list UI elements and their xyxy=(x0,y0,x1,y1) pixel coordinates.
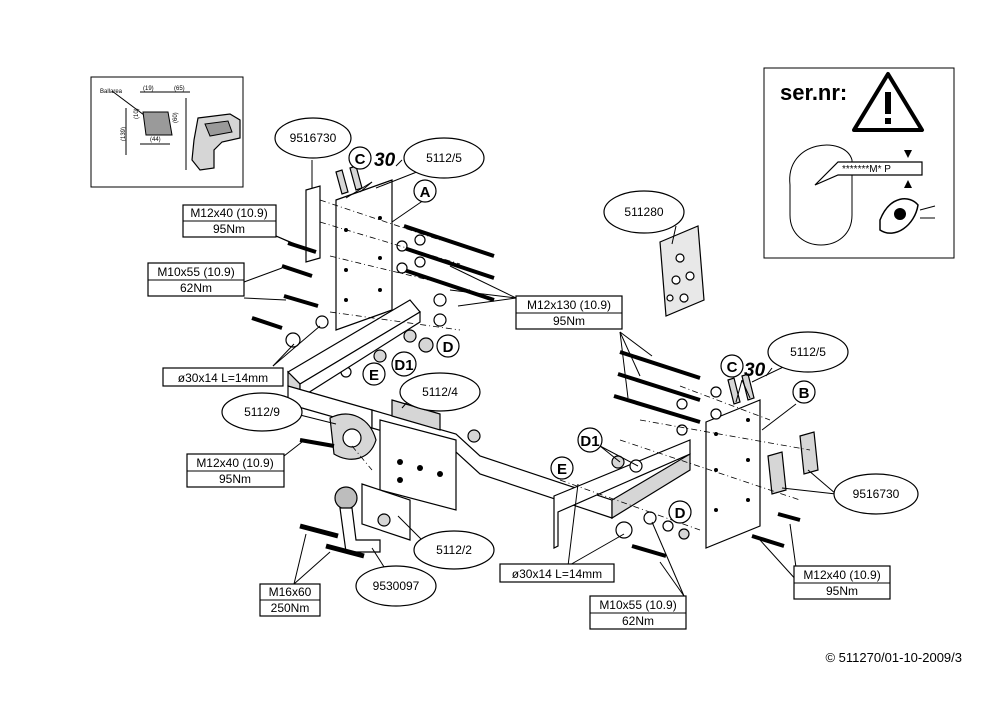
torque-m10x55-bottom: 62Nm xyxy=(622,614,654,628)
part-5112-4: 5112/4 xyxy=(422,385,458,399)
right-side-bracket xyxy=(611,350,819,558)
part-5112-2: 5112/2 xyxy=(436,543,472,557)
spec-spacer-top: ø30x14 L=14mm xyxy=(178,371,268,385)
inset-area-label: Ballarea xyxy=(100,89,123,95)
angle-30-right: 30 xyxy=(744,360,766,381)
letter-e-top: E xyxy=(369,367,379,384)
torque-m16x60: 250Nm xyxy=(271,601,310,615)
spec-spacer-bottom: ø30x14 L=14mm xyxy=(512,567,602,581)
crossbar xyxy=(287,299,691,559)
torque-m12x40-right: 95Nm xyxy=(826,584,858,598)
part-9530097: 9530097 xyxy=(373,579,420,593)
letter-callouts: C 30 A D D1 E C 30 B D1 E D xyxy=(348,146,816,524)
part-5112-9: 5112/9 xyxy=(244,405,280,419)
copyright-note: © 511270/01-10-2009/3 xyxy=(825,650,962,665)
spec-m16x60: M16x60 xyxy=(269,585,312,599)
torque-m10x55-top: 62Nm xyxy=(180,281,212,295)
serial-number-warning: ser.nr: *******M* P xyxy=(763,67,955,259)
part-5112-5-left: 5112/5 xyxy=(426,151,462,165)
angle-30-left: 30 xyxy=(374,150,396,171)
letter-d1-top: D1 xyxy=(394,357,413,374)
part-callouts: 9516730 5112/5 511280 5112/5 5112/4 5112… xyxy=(221,117,919,607)
torque-m12x40-mid: 95Nm xyxy=(219,472,251,486)
warning-triangle-icon xyxy=(852,72,924,132)
ball-area-inset: Ballarea (19) (65) (10) (139) (60) (44) xyxy=(90,76,244,188)
letter-c-left: C xyxy=(355,151,366,168)
spec-m12x40-top: M12x40 (10.9) xyxy=(190,206,267,220)
bolt-spec-boxes: M12x40 (10.9) 95Nm M10x55 (10.9) 62Nm ø3… xyxy=(147,204,891,630)
serial-plate-text: *******M* P xyxy=(842,164,891,175)
spec-m10x55-top: M10x55 (10.9) xyxy=(157,265,234,279)
inset-dim-44: (44) xyxy=(150,137,161,143)
spec-m12x40-right: M12x40 (10.9) xyxy=(803,568,880,582)
letter-d-bottom: D xyxy=(675,505,686,522)
spec-m10x55-bottom: M10x55 (10.9) xyxy=(599,598,676,612)
part-511280: 511280 xyxy=(624,205,663,219)
part-9516730-top: 9516730 xyxy=(290,131,337,145)
torque-m12x130: 95Nm xyxy=(553,314,585,328)
serial-title: ser.nr: xyxy=(780,80,847,105)
bolt-kit-bag xyxy=(659,225,705,317)
spec-m12x130: M12x130 (10.9) xyxy=(527,298,611,312)
part-9516730-right: 9516730 xyxy=(853,487,900,501)
torque-m12x40-top: 95Nm xyxy=(213,222,245,236)
leader-lines xyxy=(243,160,837,597)
assembly-lines xyxy=(319,199,811,531)
letter-c-right: C xyxy=(727,359,738,376)
eye-icon xyxy=(879,198,936,234)
letter-b: B xyxy=(799,385,810,402)
inset-dim-65: (65) xyxy=(174,86,185,92)
inset-dim-10: (10) xyxy=(134,108,140,119)
letter-d-top: D xyxy=(443,339,454,356)
inset-dim-19: (19) xyxy=(143,86,154,92)
inset-dim-139: (139) xyxy=(121,127,127,141)
letter-d1-bottom: D1 xyxy=(580,433,599,450)
letter-a: A xyxy=(420,184,431,201)
spec-m12x40-mid: M12x40 (10.9) xyxy=(196,456,273,470)
part-5112-5-right: 5112/5 xyxy=(790,345,826,359)
letter-e-bottom: E xyxy=(557,461,567,478)
inset-dim-60: (60) xyxy=(173,112,179,123)
